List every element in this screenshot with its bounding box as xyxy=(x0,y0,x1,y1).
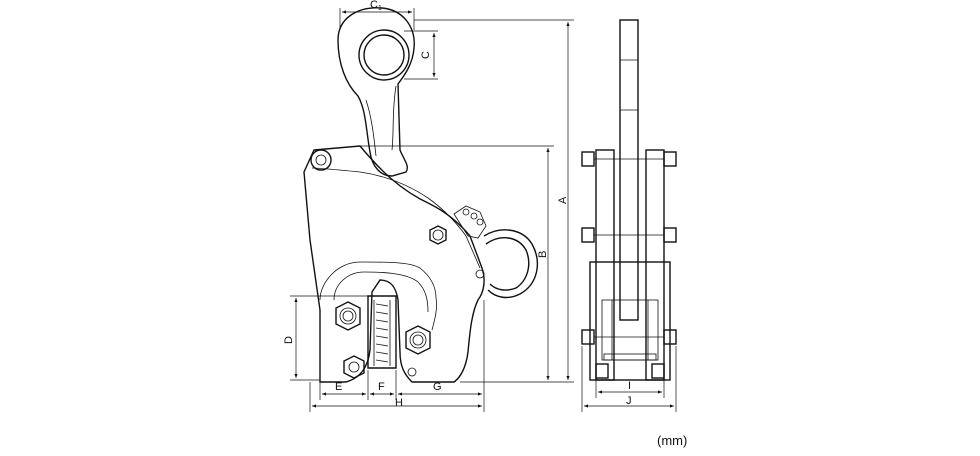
lever-ring xyxy=(453,205,539,299)
small-pin xyxy=(475,269,485,279)
side-plate-right xyxy=(645,149,665,381)
label-d: D xyxy=(283,336,295,344)
hex-nut-right xyxy=(405,325,431,355)
hex-nut-bottom xyxy=(343,355,365,379)
label-j: J xyxy=(626,395,632,407)
dimension-labels: C 1 C A B D E F G H I J (mm) xyxy=(283,0,687,448)
label-f: F xyxy=(378,381,385,393)
side-bolts xyxy=(581,151,677,379)
unit-label: (mm) xyxy=(657,433,687,448)
side-plate-left xyxy=(595,149,615,381)
hex-nut-left xyxy=(335,301,361,331)
front-view xyxy=(303,7,539,383)
label-b: B xyxy=(537,251,549,258)
label-g: G xyxy=(433,381,442,393)
hex-nut-top xyxy=(429,225,447,245)
label-i: I xyxy=(628,380,631,392)
serrated-jaw xyxy=(367,295,397,369)
label-c: C xyxy=(420,51,432,59)
label-h: H xyxy=(395,397,403,409)
label-a: A xyxy=(557,196,569,204)
side-view xyxy=(581,19,677,381)
label-c1: C xyxy=(370,0,378,11)
side-shackle xyxy=(619,19,639,321)
shackle-eye xyxy=(337,7,415,177)
label-e: E xyxy=(335,381,342,393)
small-pin xyxy=(407,367,417,377)
body-plate xyxy=(303,145,485,383)
label-c1-subscript: 1 xyxy=(378,5,382,12)
dimension-lines xyxy=(290,8,677,412)
